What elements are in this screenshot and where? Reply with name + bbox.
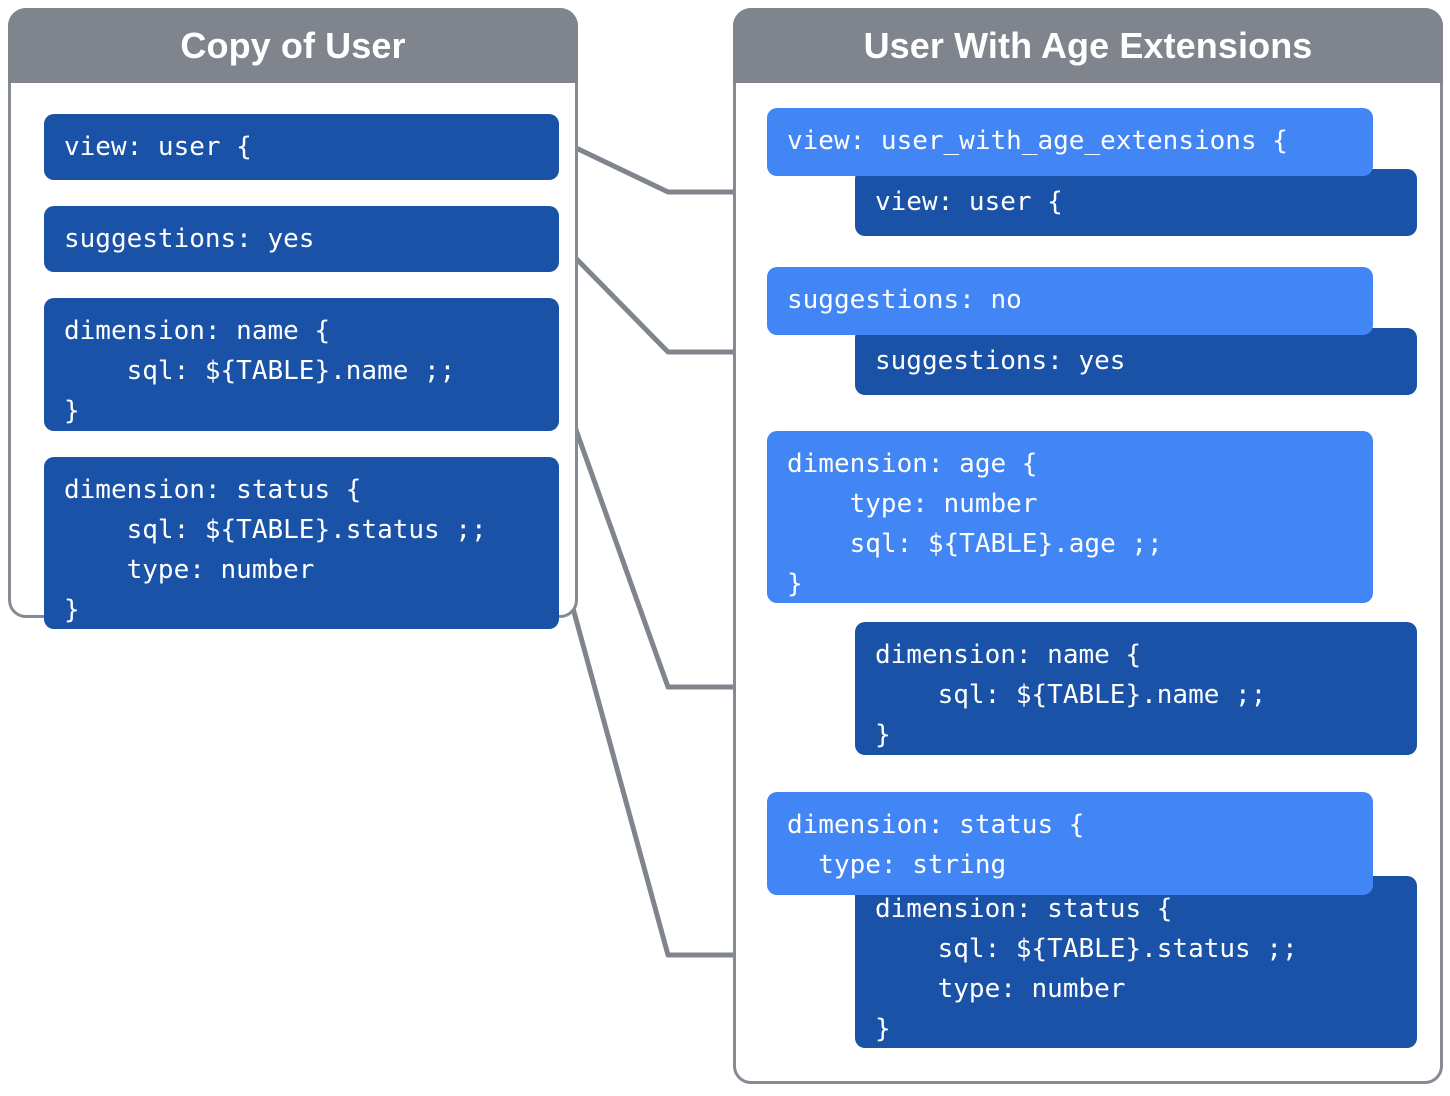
left-block-dimension-name[interactable]: dimension: name { sql: ${TABLE}.name ;; … [44, 298, 559, 431]
panel-left-body: view: user { suggestions: yes dimension:… [11, 86, 575, 629]
panel-left-title: Copy of User [8, 8, 578, 83]
right-block-dimension-age-override[interactable]: dimension: age { type: number sql: ${TAB… [767, 431, 1373, 603]
panel-right-title: User With Age Extensions [733, 8, 1443, 83]
right-block-dimension-status-override[interactable]: dimension: status { type: string [767, 792, 1373, 895]
left-block-dimension-status[interactable]: dimension: status { sql: ${TABLE}.status… [44, 457, 559, 629]
right-block-suggestions-inherited[interactable]: suggestions: yes [855, 328, 1417, 395]
right-block-dimension-name-inherited[interactable]: dimension: name { sql: ${TABLE}.name ;; … [855, 622, 1417, 755]
right-block-view-override[interactable]: view: user_with_age_extensions { [767, 108, 1373, 176]
right-block-suggestions-override[interactable]: suggestions: no [767, 267, 1373, 335]
left-block-view[interactable]: view: user { [44, 114, 559, 180]
right-block-view-inherited[interactable]: view: user { [855, 169, 1417, 236]
panel-user-with-age-extensions: User With Age Extensions view: user { vi… [733, 8, 1443, 1084]
left-block-suggestions[interactable]: suggestions: yes [44, 206, 559, 272]
panel-right-body: view: user { view: user_with_age_extensi… [736, 86, 1440, 1081]
right-block-dimension-status-inherited[interactable]: dimension: status { sql: ${TABLE}.status… [855, 876, 1417, 1048]
panel-copy-of-user: Copy of User view: user { suggestions: y… [8, 8, 578, 629]
